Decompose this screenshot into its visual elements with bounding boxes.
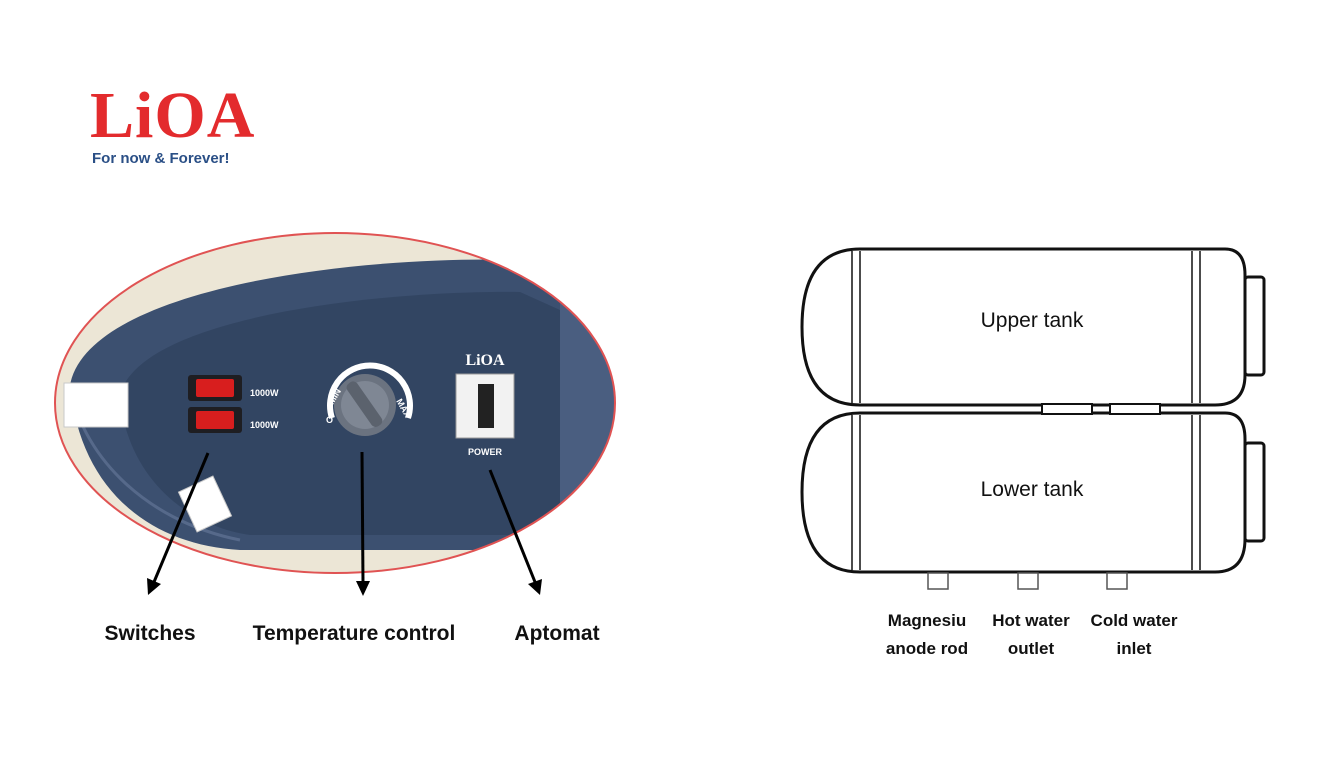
arrow-temperature [360, 451, 365, 583]
panel-outline [54, 232, 616, 574]
tank-connectors [1041, 403, 1161, 415]
switch-1-rating: 1000W [250, 388, 279, 398]
panel-side [560, 262, 615, 562]
lower-tank-label: Lower tank [980, 478, 1084, 501]
panel-brand: LiOA [465, 352, 505, 369]
dial-scale-arc [327, 362, 413, 419]
breaker-power-label: POWER [468, 447, 503, 457]
port-label-anode: Magnesiu anode rod [885, 611, 969, 658]
caption-aptomat: Aptomat [514, 622, 600, 645]
arrow-switches [152, 452, 210, 583]
port-label-hot-water: Hot water outlet [992, 611, 1070, 658]
upper-tank-end-cap [1243, 275, 1266, 377]
tank-diagram [800, 247, 1266, 590]
caption-switches: Switches [104, 622, 196, 645]
lower-tank-shell [800, 411, 1247, 574]
anode-rod-port [927, 572, 949, 590]
logo-wordmark: LiOA [90, 79, 256, 152]
dial-grip [346, 381, 383, 427]
upper-tank-shell [800, 247, 1247, 407]
dial-off-label: O [326, 415, 333, 425]
callout-arrows [147, 451, 542, 596]
switch-1[interactable] [188, 375, 242, 401]
breaker-toggle[interactable] [478, 384, 494, 428]
lower-tank-end-cap [1243, 441, 1266, 543]
logo-slogan: For now & Forever! [92, 150, 230, 167]
arrow-aptomat [488, 469, 537, 583]
tank-seams [851, 251, 1201, 570]
quality-sticker [63, 382, 129, 428]
caption-temperature-control: Temperature control [252, 622, 456, 645]
hot-water-outlet-port [1017, 572, 1039, 590]
switch-2[interactable] [188, 407, 242, 433]
cold-water-inlet-port [1106, 572, 1128, 590]
upper-tank-label: Upper tank [980, 309, 1084, 332]
switch-2-rating: 1000W [250, 420, 279, 430]
port-label-cold-water: Cold water inlet [1090, 611, 1178, 658]
brand-logo: LiOA For now & Forever! [90, 80, 300, 175]
control-panel-illustration: 1000W 1000W MIN MAX O LiOA POWER [54, 232, 616, 596]
